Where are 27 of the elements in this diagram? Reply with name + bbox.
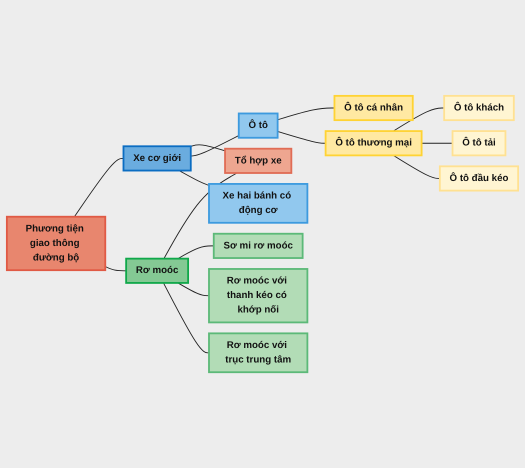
node-box: Ô tô cá nhân (334, 94, 414, 122)
node-box: Ô tô thương mại (324, 130, 423, 156)
connector (421, 142, 453, 144)
node-box: Ô tô (238, 112, 279, 139)
node-box: Xe cơ giới (122, 145, 192, 172)
node-box: Phương tiện giao thông đường bộ (6, 216, 106, 272)
node-box: Xe hai bánh có động cơ (208, 182, 308, 224)
connector (178, 170, 210, 186)
connector (190, 144, 226, 152)
node-box: Rơ moóc với thanh kéo có khớp nối (208, 268, 308, 324)
node-box: Ô tô khách (443, 94, 515, 122)
connector (104, 266, 127, 272)
node-box: Tổ hợp xe (224, 148, 292, 174)
node-box: Ô tô đầu kéo (438, 165, 520, 192)
connector (392, 108, 445, 132)
node-box: Sơ mi rơ moóc (212, 232, 304, 259)
connector (277, 130, 326, 144)
connector (163, 282, 210, 354)
connector (178, 282, 210, 296)
connector (178, 245, 214, 260)
node-box: Rơ moóc với trục trung tâm (208, 332, 308, 374)
connector (277, 108, 335, 120)
connector (74, 158, 124, 218)
node-box: Rơ moóc (125, 258, 190, 284)
connector (190, 135, 240, 156)
connector (392, 154, 440, 179)
node-box: Ô tô tải (452, 130, 506, 156)
